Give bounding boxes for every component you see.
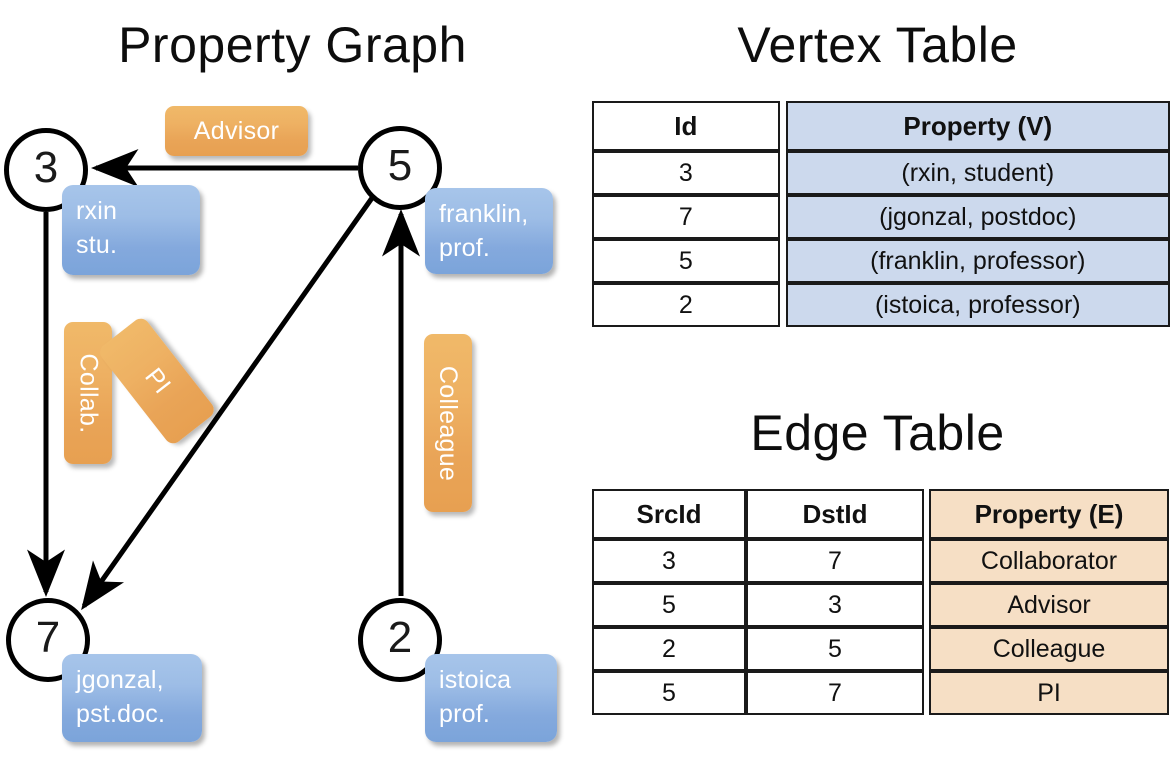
edge-label-pi-text: PI: [138, 362, 176, 399]
edge-cell-property: Colleague: [929, 627, 1169, 671]
vertex-cell-id: 2: [592, 283, 780, 327]
vertex-cell-id: 7: [592, 195, 780, 239]
vertex-table: Id Property (V) 3 (rxin, student) 7 (jgo…: [592, 101, 1170, 327]
table-header-row: Id Property (V): [592, 101, 1170, 151]
graph-node-7-label: 7: [35, 613, 61, 662]
edge-cell-srcid: 2: [592, 627, 746, 671]
graph-node-5-label: 5: [387, 141, 413, 190]
edge-cell-property: PI: [929, 671, 1169, 715]
edge-header-srcid: SrcId: [592, 489, 746, 539]
edge-header-dstid: DstId: [746, 489, 924, 539]
table-row: 5 (franklin, professor): [592, 239, 1170, 283]
edge-cell-dstid: 3: [746, 583, 924, 627]
column-gap: [779, 151, 786, 195]
vertex-header-id: Id: [592, 101, 780, 151]
page-title-edge-table: Edge Table: [750, 405, 1005, 461]
page-title-vertex-table: Vertex Table: [737, 17, 1018, 73]
vertex-cell-property: (franklin, professor): [785, 239, 1170, 283]
table-row: 5 3 Advisor: [592, 583, 1169, 627]
vertex-cell-property: (istoica, professor): [785, 283, 1170, 327]
edge-table: SrcId DstId Property (E) 3 7 Collaborato…: [592, 489, 1169, 715]
table-row: 2 (istoica, professor): [592, 283, 1170, 327]
property-box-franklin: franklin, prof.: [425, 188, 553, 274]
column-gap: [779, 101, 786, 151]
edge-5-to-7: [81, 196, 375, 611]
property-box-istoica-line1: istoica: [439, 666, 512, 694]
edge-cell-srcid: 5: [592, 583, 746, 627]
edge-label-advisor-text: Advisor: [193, 116, 280, 145]
graph-node-3-label: 3: [33, 143, 59, 192]
graph-edges-layer: [26, 148, 421, 611]
column-gap: [924, 539, 929, 583]
vertex-cell-id: 5: [592, 239, 780, 283]
property-box-jgonzal: jgonzal, pst.doc.: [62, 654, 202, 742]
property-box-jgonzal-line2: pst.doc.: [76, 699, 166, 728]
edge-cell-dstid: 7: [746, 671, 924, 715]
column-gap: [779, 239, 786, 283]
table-header-row: SrcId DstId Property (E): [592, 489, 1169, 539]
edge-label-colleague-text: Colleague: [434, 365, 463, 481]
edge-cell-srcid: 3: [592, 539, 746, 583]
property-box-rxin-line2: stu.: [76, 230, 118, 259]
edge-label-advisor: Advisor: [165, 106, 308, 156]
graph-node-2-label: 2: [387, 613, 413, 662]
vertex-cell-property: (rxin, student): [785, 151, 1170, 195]
table-row: 2 5 Colleague: [592, 627, 1169, 671]
edge-header-property: Property (E): [929, 489, 1169, 539]
property-box-franklin-line2: prof.: [439, 233, 491, 262]
vertex-cell-id: 3: [592, 151, 780, 195]
column-gap: [924, 627, 929, 671]
table-row: 7 (jgonzal, postdoc): [592, 195, 1170, 239]
vertex-cell-property: (jgonzal, postdoc): [785, 195, 1170, 239]
property-box-franklin-line1: franklin,: [439, 200, 529, 228]
property-box-istoica-line2: prof.: [439, 699, 491, 728]
property-box-jgonzal-line1: jgonzal,: [76, 666, 164, 694]
column-gap: [924, 489, 929, 539]
column-gap: [779, 195, 786, 239]
table-row: 3 (rxin, student): [592, 151, 1170, 195]
edge-label-collab-text: Collab.: [74, 353, 103, 433]
page-title-property-graph: Property Graph: [118, 17, 467, 73]
table-row: 5 7 PI: [592, 671, 1169, 715]
vertex-header-property: Property (V): [785, 101, 1170, 151]
edge-cell-dstid: 5: [746, 627, 924, 671]
property-box-rxin: rxin stu.: [62, 185, 200, 275]
edge-label-colleague: Colleague: [424, 334, 472, 512]
edge-cell-property: Collaborator: [929, 539, 1169, 583]
property-box-istoica: istoica prof.: [425, 654, 557, 742]
column-gap: [924, 671, 929, 715]
property-graph-panel: Property Graph Advisor Collab. PI: [4, 17, 557, 742]
column-gap: [924, 583, 929, 627]
edge-cell-property: Advisor: [929, 583, 1169, 627]
edge-cell-srcid: 5: [592, 671, 746, 715]
property-box-rxin-line1: rxin: [76, 197, 118, 225]
table-row: 3 7 Collaborator: [592, 539, 1169, 583]
edge-cell-dstid: 7: [746, 539, 924, 583]
column-gap: [779, 283, 786, 327]
